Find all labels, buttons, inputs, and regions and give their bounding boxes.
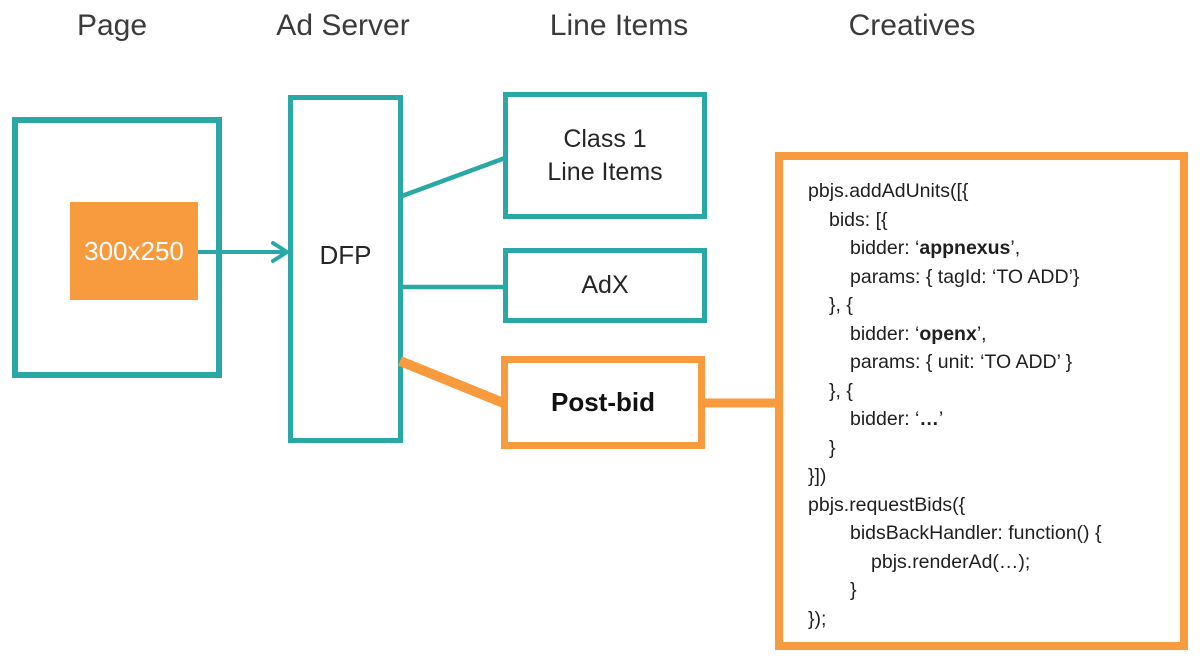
- ad-slot-300x250: 300x250: [70, 202, 198, 300]
- adx-box: AdX: [503, 248, 707, 323]
- code-segment-bold: openx: [919, 322, 977, 345]
- code-segment: ’,: [1010, 237, 1021, 259]
- class1-label-line1: Class 1: [563, 124, 647, 153]
- code-segment: bidder: ‘: [850, 408, 920, 430]
- code-line: bidsBackHandler: function() {: [808, 519, 1172, 548]
- ad-slot-label: 300x250: [84, 235, 184, 266]
- code-segment: bidder: ‘: [850, 322, 920, 345]
- code-line: bidder: ‘appnexus’,: [808, 234, 1172, 263]
- code-segment: ’: [938, 408, 944, 430]
- code-segment: }: [850, 579, 857, 601]
- code-segment: ’,: [976, 322, 987, 345]
- postbid-box: Post-bid: [501, 356, 705, 449]
- code-segment: }]): [808, 465, 827, 487]
- code-line: }]): [808, 462, 1172, 491]
- code-line: bids: [{: [808, 206, 1172, 235]
- code-segment: }, {: [829, 294, 853, 316]
- class1-label-line2: Line Items: [547, 157, 663, 186]
- code-line: pbjs.renderAd(…);: [808, 548, 1172, 577]
- code-segment-bold: appnexus: [919, 237, 1011, 259]
- code-line: params: { tagId: ‘TO ADD’}: [808, 263, 1172, 292]
- code-segment-bold: …: [919, 408, 939, 430]
- column-header-ad-server: Ad Server: [276, 9, 410, 42]
- code-line: pbjs.requestBids({: [808, 491, 1172, 520]
- column-header-creatives: Creatives: [848, 9, 976, 42]
- code-segment: params: { tagId: ‘TO ADD’}: [850, 265, 1080, 288]
- code-segment: pbjs.addAdUnits([{: [808, 180, 969, 202]
- code-line: pbjs.addAdUnits([{: [808, 177, 1172, 206]
- postbid-label: Post-bid: [551, 387, 655, 417]
- connector-dfp-to-class1: [401, 155, 506, 199]
- code-segment: });: [808, 607, 827, 630]
- class1-label: Class 1 Line Items: [547, 123, 662, 189]
- code-segment: bids: [{: [829, 208, 888, 231]
- code-segment: params: { unit: ‘TO ADD’ }: [850, 351, 1073, 373]
- code-segment: bidder: ‘: [850, 237, 920, 259]
- adx-label: AdX: [581, 271, 629, 299]
- creatives-code-box: pbjs.addAdUnits([{bids: [{bidder: ‘appne…: [775, 152, 1188, 650]
- code-segment: }: [829, 436, 836, 459]
- dfp-box: DFP: [288, 95, 403, 443]
- code-line: }: [808, 576, 1172, 605]
- code-line: bidder: ‘…’: [808, 405, 1172, 434]
- code-segment: }, {: [829, 379, 853, 402]
- column-header-line-items: Line Items: [549, 9, 689, 42]
- page-box: [12, 117, 222, 378]
- connector-dfp-to-postbid: [398, 356, 508, 409]
- arrow-adslot-to-dfp-head-icon: [271, 241, 289, 263]
- code-line: params: { unit: ‘TO ADD’ }: [808, 348, 1172, 377]
- dfp-label: DFP: [319, 239, 372, 270]
- code-line: });: [808, 605, 1172, 634]
- code-segment: pbjs.renderAd(…);: [871, 550, 1031, 573]
- code-line: }: [808, 434, 1172, 463]
- code-line: bidder: ‘openx’,: [808, 320, 1172, 349]
- column-header-page: Page: [76, 9, 148, 42]
- code-line: }, {: [808, 377, 1172, 406]
- code-segment: pbjs.requestBids({: [808, 493, 966, 516]
- code-segment: bidsBackHandler: function() {: [850, 522, 1102, 544]
- class1-line-items-box: Class 1 Line Items: [503, 92, 707, 219]
- code-block: pbjs.addAdUnits([{bids: [{bidder: ‘appne…: [808, 177, 1172, 633]
- code-line: }, {: [808, 291, 1172, 320]
